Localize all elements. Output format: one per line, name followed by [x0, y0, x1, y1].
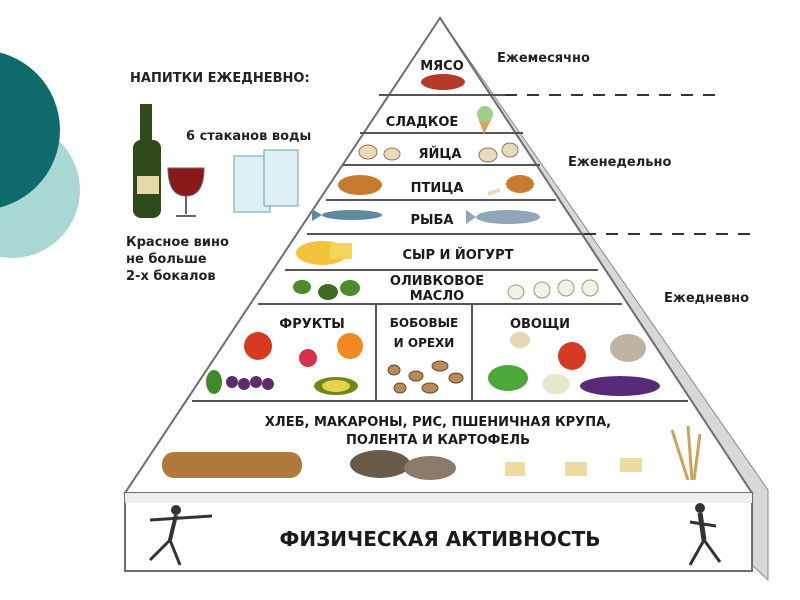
- frequency-guides: [505, 94, 755, 235]
- activity-label: ФИЗИЧЕСКАЯ АКТИВНОСТЬ: [280, 527, 601, 551]
- drinks-wine-2: не больше: [126, 252, 207, 267]
- tier-label-grains-1: ХЛЕБ, МАКАРОНЫ, РИС, ПШЕНИЧНАЯ КРУПА,: [265, 415, 611, 430]
- tier-label-grains-2: ПОЛЕНТА И КАРТОФЕЛЬ: [346, 433, 530, 448]
- grains-icon: [162, 425, 702, 481]
- fish-icon: [312, 209, 540, 224]
- tier-label-meat: МЯСО: [420, 59, 464, 74]
- frequency-monthly: Ежемесячно: [497, 51, 590, 66]
- tier-label-sweets: СЛАДКОЕ: [386, 115, 459, 130]
- water-glasses-icon: [233, 149, 299, 213]
- eggs-icon: [358, 142, 519, 163]
- ice-cream-icon: [477, 106, 493, 134]
- meat-icon: [421, 74, 465, 90]
- frequency-daily: Ежедневно: [664, 291, 749, 306]
- tier-label-vegetables: ОВОЩИ: [510, 317, 570, 332]
- decor-circle-dark: [0, 52, 60, 208]
- garlic-icon: [507, 279, 599, 300]
- olives-icon: [293, 280, 360, 300]
- drinks-wine-1: Красное вино: [126, 235, 229, 250]
- tier-label-poultry: ПТИЦА: [411, 181, 464, 196]
- tier-label-fish: РЫБА: [411, 213, 454, 228]
- nuts-icon: [387, 360, 464, 394]
- wine-glass-icon: [167, 167, 205, 217]
- tier-label-oil-2: МАСЛО: [410, 289, 464, 304]
- tier-label-legumes-2: И ОРЕХИ: [394, 336, 455, 350]
- tier-label-eggs: ЯЙЦА: [418, 146, 461, 162]
- cheese-icon: [296, 241, 352, 265]
- wine-bottle-icon: [133, 104, 161, 218]
- drinks-heading: НАПИТКИ ЕЖЕДНЕВНО:: [130, 71, 310, 86]
- drinks-water: 6 стаканов воды: [186, 129, 311, 144]
- drinks-wine-3: 2-х бокалов: [126, 269, 216, 284]
- activity-box-top-band: [125, 493, 752, 503]
- fruits-icon: [206, 332, 363, 395]
- tier-label-cheese: СЫР И ЙОГУРТ: [402, 247, 513, 263]
- tier-label-fruits: ФРУКТЫ: [279, 317, 344, 332]
- runner-right-icon: [688, 503, 722, 566]
- tier-lines: [192, 94, 688, 402]
- poultry-icon: [338, 175, 534, 196]
- tier-label-oil-1: ОЛИВКОВОЕ: [390, 274, 484, 289]
- tier-label-legumes-1: БОБОВЫЕ: [390, 316, 458, 330]
- runner-left-icon: [148, 505, 213, 566]
- frequency-weekly: Еженедельно: [568, 155, 671, 170]
- vegetables-icon: [488, 332, 660, 396]
